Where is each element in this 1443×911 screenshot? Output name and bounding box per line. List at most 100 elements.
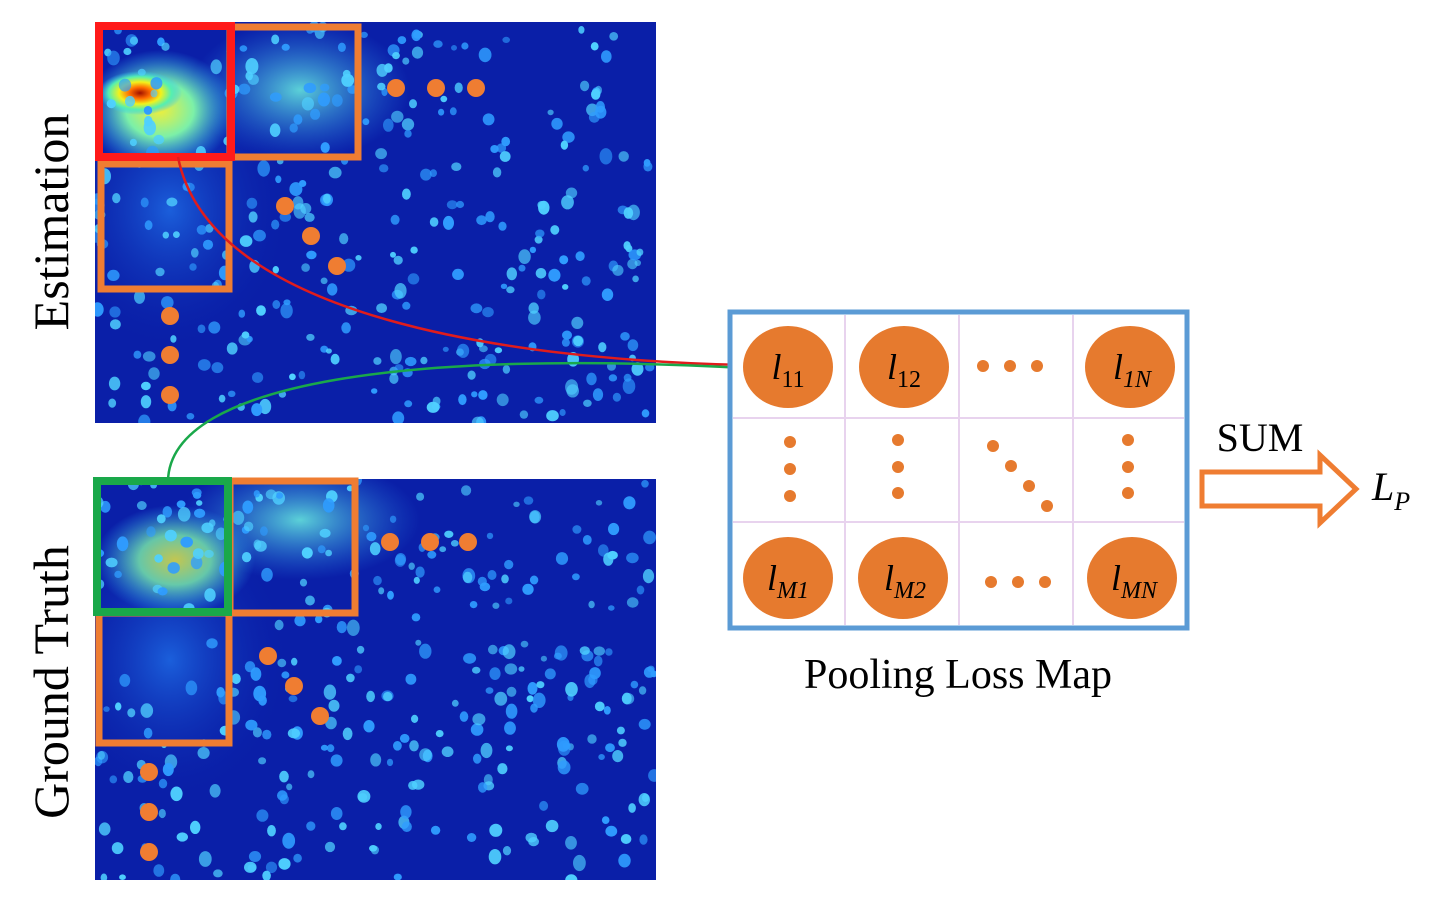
density-speck	[469, 601, 478, 609]
density-speck	[565, 836, 577, 850]
loss-cell-M2-base: l	[884, 558, 894, 598]
density-speck	[244, 861, 257, 873]
density-speck	[562, 284, 569, 290]
density-speck	[446, 200, 458, 210]
density-speck	[467, 370, 476, 380]
density-speck	[144, 220, 153, 231]
density-speck	[271, 34, 280, 45]
density-speck	[636, 248, 644, 256]
density-speck	[454, 82, 463, 94]
loss-cell-MN: lMN	[1087, 537, 1177, 619]
density-speck	[389, 515, 397, 523]
density-speck	[180, 536, 193, 548]
density-speck	[595, 101, 606, 113]
density-speck	[252, 372, 264, 383]
density-speck	[216, 687, 225, 698]
density-speck	[592, 388, 604, 401]
density-speck	[544, 668, 556, 680]
density-speck	[484, 353, 497, 366]
density-speck	[416, 492, 425, 501]
density-speck	[328, 699, 340, 712]
density-speck	[573, 854, 586, 872]
density-speck	[279, 794, 289, 805]
density-speck	[394, 554, 406, 567]
density-speck	[605, 825, 618, 837]
density-speck	[282, 832, 296, 849]
density-speck	[162, 762, 174, 777]
loss-cell-12-sub: 12	[897, 367, 921, 393]
density-speck	[245, 719, 258, 731]
density-speck	[392, 411, 405, 423]
density-speck	[357, 790, 371, 803]
density-speck	[386, 758, 394, 767]
density-speck	[246, 197, 258, 209]
density-speck	[485, 687, 494, 694]
density-speck	[535, 268, 547, 279]
density-speck	[366, 690, 375, 703]
density-speck	[527, 682, 538, 695]
density-speck	[588, 111, 600, 123]
ground-truth-label: Ground Truth	[23, 545, 79, 819]
density-speck	[482, 307, 494, 318]
density-speck	[535, 229, 545, 238]
density-speck	[429, 217, 439, 227]
density-speck	[638, 718, 651, 730]
density-speck	[529, 510, 542, 524]
density-speck	[411, 29, 422, 42]
density-speck	[612, 392, 622, 402]
density-speck	[330, 353, 340, 365]
density-speck	[442, 346, 449, 352]
loss-cell-M1-base: l	[767, 558, 777, 598]
density-speck	[298, 180, 307, 187]
density-speck	[256, 809, 269, 822]
density-speck	[166, 197, 178, 207]
density-speck	[301, 263, 310, 272]
density-speck	[265, 861, 278, 873]
density-speck	[562, 742, 571, 750]
density-speck	[554, 645, 568, 661]
density-speck	[390, 214, 400, 225]
density-speck	[252, 727, 262, 738]
density-speck	[420, 356, 428, 365]
density-speck	[158, 808, 166, 819]
density-speck	[603, 706, 611, 715]
density-speck	[472, 713, 486, 726]
density-speck	[256, 305, 266, 316]
estimation-window-below	[97, 160, 233, 293]
density-speck	[482, 113, 495, 126]
density-speck	[415, 566, 425, 578]
density-speck	[189, 263, 197, 271]
density-speck	[550, 225, 560, 235]
density-speck	[529, 575, 539, 585]
density-speck	[293, 114, 303, 125]
density-speck	[339, 233, 349, 245]
estimation-pooling-windows	[95, 22, 362, 293]
density-speck	[379, 164, 389, 173]
density-speck	[289, 123, 298, 133]
density-speck	[548, 268, 561, 282]
density-speck	[620, 834, 632, 844]
density-speck	[456, 200, 465, 209]
density-speck	[301, 97, 314, 111]
density-speck	[301, 547, 313, 559]
density-speck	[519, 410, 529, 419]
density-speck	[192, 491, 202, 499]
density-speck	[330, 807, 343, 820]
density-speck	[407, 273, 420, 285]
density-speck	[427, 550, 437, 559]
density-speck	[609, 32, 619, 41]
density-speck	[239, 235, 253, 247]
density-speck	[528, 310, 541, 325]
density-speck	[626, 552, 639, 564]
density-speck	[192, 548, 204, 559]
density-speck	[307, 770, 315, 779]
density-speck	[286, 783, 293, 791]
density-speck	[196, 500, 203, 506]
density-speck	[487, 570, 497, 580]
density-speck	[106, 99, 116, 109]
density-speck	[523, 496, 534, 505]
density-speck	[274, 619, 284, 631]
density-speck	[370, 753, 382, 767]
density-speck	[612, 750, 624, 763]
density-speck	[529, 246, 537, 254]
